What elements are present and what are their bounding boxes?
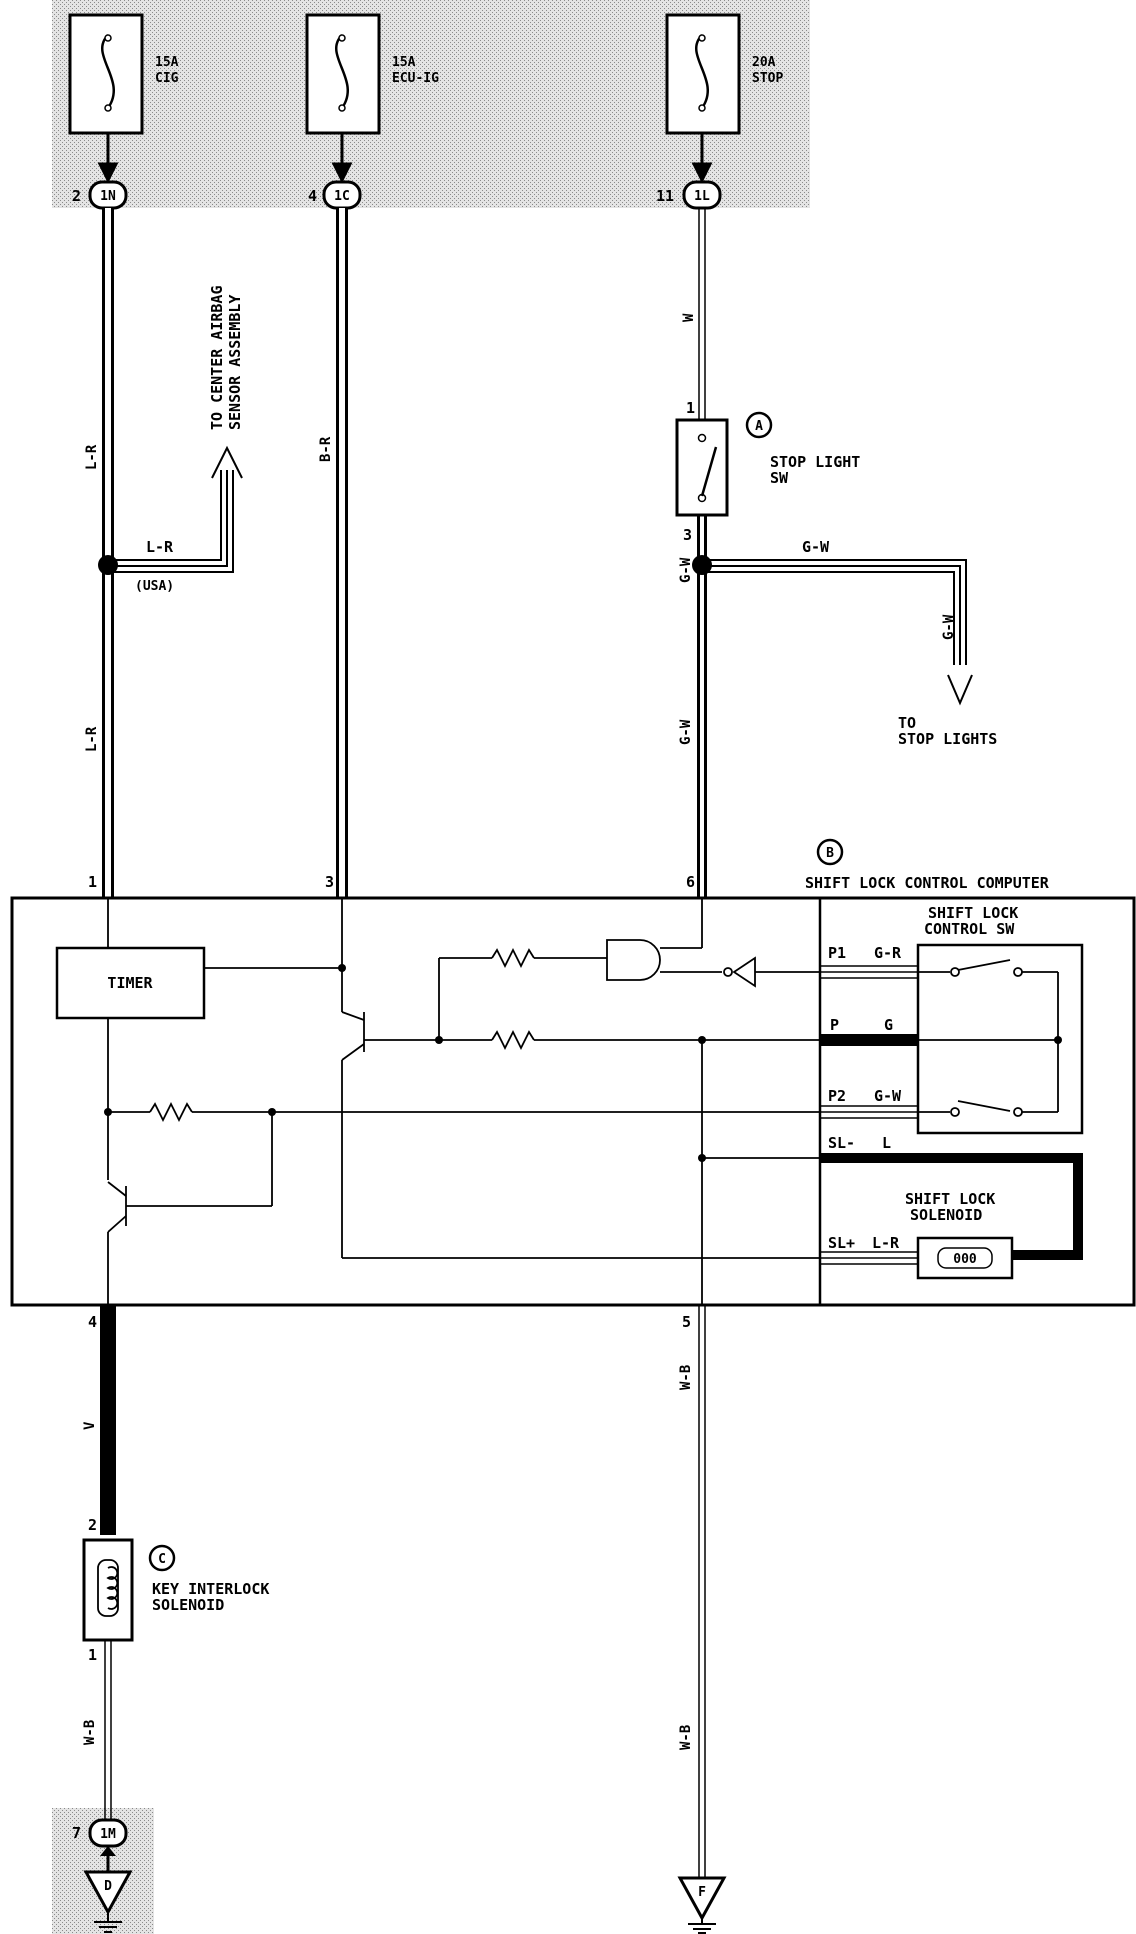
terminal-p: P xyxy=(830,1016,839,1034)
computer-marker: B xyxy=(816,838,844,866)
computer-junctions xyxy=(104,964,706,1162)
ground-f-letter: F xyxy=(698,1885,706,1900)
computer-pin-3: 3 xyxy=(325,873,334,891)
stop-light-switch-label-line2: SW xyxy=(770,469,789,487)
wire-label-w-b-left: W-B xyxy=(82,1720,98,1745)
wire-l-r-branch xyxy=(112,445,243,573)
shift-lock-solenoid: 000 xyxy=(916,1236,1014,1280)
wire-label-g-w-p2: G-W xyxy=(874,1087,902,1105)
ground-f: F xyxy=(677,1876,727,1934)
shift-lock-control-switch xyxy=(916,943,1084,1135)
connector-1l-pin: 11 xyxy=(656,187,674,205)
fuse-stop-name: STOP xyxy=(752,71,783,86)
shift-lock-solenoid-coil: 000 xyxy=(953,1252,977,1267)
ground-d: D xyxy=(83,1846,133,1933)
wire-label-g-r: G-R xyxy=(874,944,902,962)
wire-label-g-w-branch: G-W xyxy=(802,538,830,556)
stop-light-switch-pin-bottom: 3 xyxy=(683,526,692,544)
fuse-cig-rating: 15A xyxy=(155,55,179,70)
connector-1n: 2 1N xyxy=(72,180,128,210)
terminal-wires xyxy=(820,965,1083,1265)
key-interlock-pin-top: 2 xyxy=(88,1516,97,1534)
wire-label-l-r-branch: L-R xyxy=(146,538,174,556)
wire-label-g-w-branch-vertical: G-W xyxy=(941,614,957,640)
wire-l-r-main xyxy=(102,208,114,898)
wire-label-w-b-right-lower: W-B xyxy=(678,1725,694,1750)
ground-d-letter: D xyxy=(104,1879,112,1894)
fuse-stop-rating: 20A xyxy=(752,55,776,70)
key-interlock-marker: C xyxy=(148,1544,176,1572)
wire-g-w-down xyxy=(697,515,707,898)
wire-label-g-w-vertical: G-W xyxy=(678,557,694,583)
control-sw-label-line1: SHIFT LOCK xyxy=(928,904,1018,922)
key-interlock-label-line2: SOLENOID xyxy=(152,1596,224,1614)
wire-label-v: V xyxy=(82,1421,98,1430)
computer-pin-4: 4 xyxy=(88,1313,97,1331)
wire-b-r xyxy=(336,208,348,898)
fuse-cig-name: CIG xyxy=(155,71,179,86)
stop-light-switch-label-line1: STOP LIGHT xyxy=(770,453,860,471)
wire-w-top xyxy=(698,208,706,420)
computer-pin-1: 1 xyxy=(88,873,97,891)
wire-label-l-r-bottom: L-R xyxy=(84,726,100,752)
wire-label-g-w-lower: G-W xyxy=(678,719,694,745)
airbag-branch-line2: SENSOR ASSEMBLY xyxy=(226,295,244,430)
timer-label: TIMER xyxy=(107,974,153,992)
computer-pin-5: 5 xyxy=(682,1313,691,1331)
wire-g-w-branch xyxy=(706,559,973,706)
wire-label-l-r-sl: L-R xyxy=(872,1234,900,1252)
wire-label-w: W xyxy=(681,313,697,322)
connector-1c-code: 1C xyxy=(334,189,350,204)
fuse-ecu-ig-name: ECU-IG xyxy=(392,71,439,86)
wire-label-l-r-top: L-R xyxy=(84,444,100,470)
fuse-stop: 20A STOP xyxy=(665,13,783,135)
stop-lights-line2: STOP LIGHTS xyxy=(898,730,997,748)
wire-label-b-r: B-R xyxy=(318,436,334,462)
wire-label-w-b-right-upper: W-B xyxy=(678,1365,694,1390)
fuse-ecu-ig-rating: 15A xyxy=(392,55,416,70)
computer-pin-6: 6 xyxy=(686,873,695,891)
fuse-to-connector-arrows xyxy=(97,133,713,184)
connector-1c-pin: 4 xyxy=(308,187,317,205)
stop-light-switch-marker: A xyxy=(745,411,773,439)
connector-1c: 4 1C xyxy=(308,180,362,210)
shift-solenoid-label-line1: SHIFT LOCK xyxy=(905,1190,995,1208)
terminal-sl-minus: SL- xyxy=(828,1134,855,1152)
terminal-p2: P2 xyxy=(828,1087,846,1105)
control-sw-label-line2: CONTROL SW xyxy=(924,920,1015,938)
wire-label-g: G xyxy=(884,1016,893,1034)
shift-solenoid-label-line2: SOLENOID xyxy=(910,1206,982,1224)
connector-1n-code: 1N xyxy=(100,189,116,204)
timer-block: TIMER xyxy=(55,946,206,1020)
stop-light-switch xyxy=(675,418,729,517)
connector-1m-code: 1M xyxy=(100,1827,116,1842)
key-interlock-solenoid xyxy=(82,1538,134,1642)
key-interlock-label-line1: KEY INTERLOCK xyxy=(152,1580,269,1598)
key-interlock-pin-bottom: 1 xyxy=(88,1646,97,1664)
key-interlock-marker-letter: C xyxy=(158,1552,166,1567)
terminal-p1: P1 xyxy=(828,944,846,962)
computer-title: SHIFT LOCK CONTROL COMPUTER xyxy=(805,874,1050,892)
stop-light-switch-marker-letter: A xyxy=(755,419,763,434)
wire-label-l: L xyxy=(882,1134,891,1152)
stop-lights-line1: TO xyxy=(898,714,916,732)
stop-light-switch-pin-top: 1 xyxy=(686,399,695,417)
connector-1l: 11 1L xyxy=(656,180,722,210)
connector-1l-code: 1L xyxy=(694,189,710,204)
fuse-cig: 15A CIG xyxy=(68,13,179,135)
connector-1m-pin: 7 xyxy=(72,1824,81,1842)
airbag-branch-note: (USA) xyxy=(135,579,174,594)
computer-marker-letter: B xyxy=(826,846,834,861)
connector-1n-pin: 2 xyxy=(72,187,81,205)
wire-w-b-left xyxy=(104,1640,112,1820)
terminal-sl-plus: SL+ xyxy=(828,1234,855,1252)
airbag-branch-line1: TO CENTER AIRBAG xyxy=(208,286,226,431)
wire-v xyxy=(100,1305,116,1535)
computer-internal-circuit xyxy=(107,898,820,1305)
wire-w-b-right xyxy=(698,1305,706,1878)
